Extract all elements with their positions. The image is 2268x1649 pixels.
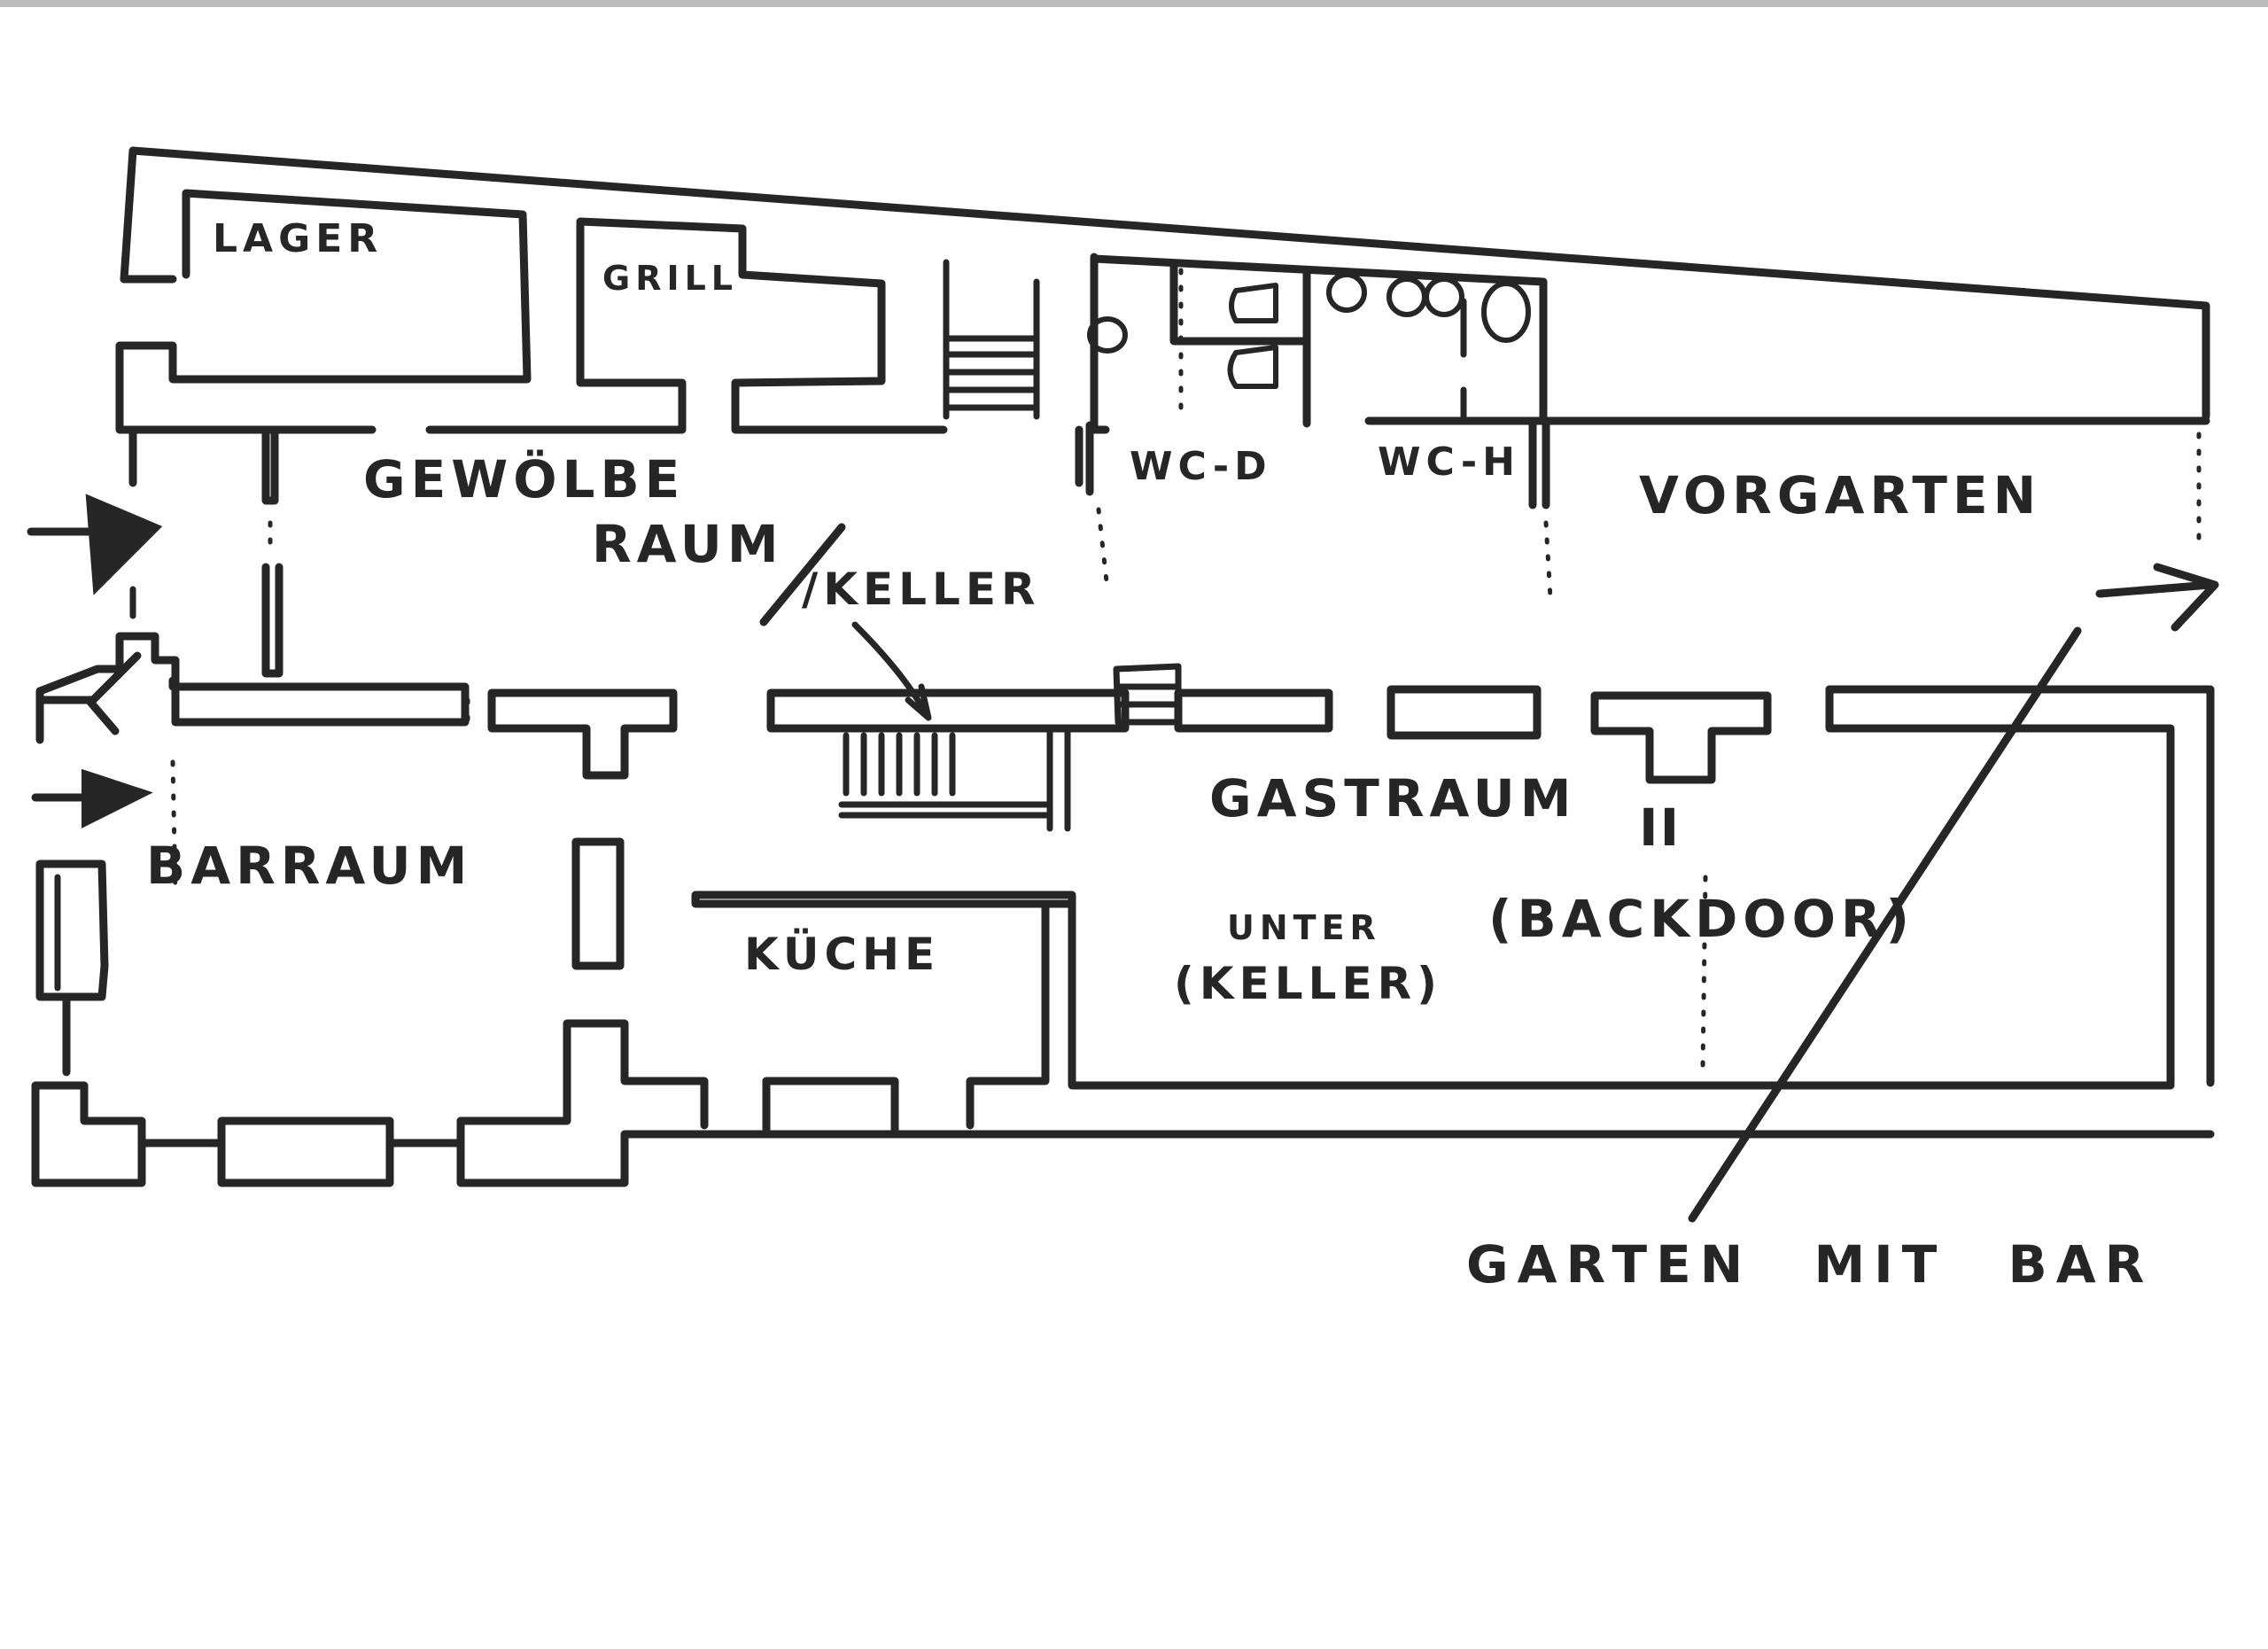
garten-pointer bbox=[1688, 626, 2082, 1223]
label-gastraum: GASTRAUM bbox=[1209, 768, 1577, 828]
label-gewoelbe: GEWÖLBE bbox=[363, 449, 686, 509]
urinal-icon bbox=[1326, 272, 1367, 313]
backdoor-arrow bbox=[2095, 563, 2219, 632]
urinal-icon bbox=[1424, 276, 1464, 317]
toilet-icon bbox=[1481, 281, 1531, 343]
entrance-arrow bbox=[27, 494, 163, 595]
sink-icon bbox=[1087, 316, 1128, 354]
label-keller: /KELLER bbox=[802, 564, 1041, 615]
gastraum-divider bbox=[1700, 875, 1708, 1070]
urinal-icon bbox=[1386, 276, 1427, 317]
middle-wall bbox=[35, 632, 2215, 1087]
label-wc-d: WC-D bbox=[1130, 444, 1272, 489]
label-backdoor: (BACKDOOR) bbox=[1488, 889, 1915, 949]
staircase-upper bbox=[943, 259, 1040, 420]
label-garten-mit-bar: GARTEN MIT BAR bbox=[1466, 1234, 2154, 1295]
outer-boundary bbox=[120, 146, 2210, 543]
label-unter: UNTER bbox=[1227, 908, 1381, 947]
room-barraum-walls bbox=[31, 837, 2215, 1187]
wc-fixtures bbox=[1087, 268, 1531, 419]
label-kueche: KÜCHE bbox=[744, 929, 941, 980]
staircase-keller bbox=[838, 663, 1182, 832]
label-gastraum-number: II bbox=[1639, 797, 1682, 858]
room-kueche-walls bbox=[691, 891, 2175, 1134]
toilet-icon bbox=[1227, 345, 1278, 389]
label-grill: GRILL bbox=[602, 259, 739, 298]
side-entrance-arrow bbox=[31, 759, 178, 898]
label-barraum: BARRAUM bbox=[146, 836, 473, 896]
label-raum: RAUM bbox=[592, 514, 784, 574]
keller-pointer bbox=[759, 523, 932, 721]
label-unter-keller: (KELLER) bbox=[1174, 958, 1442, 1009]
toilet-icon bbox=[1229, 283, 1278, 323]
label-vorgarten: VORGARTEN bbox=[1639, 465, 2042, 525]
wc-block-walls bbox=[1075, 253, 2210, 601]
room-lager-walls bbox=[115, 189, 532, 434]
room-grill-walls bbox=[425, 217, 948, 434]
room-gewoelbe-walls bbox=[128, 428, 284, 678]
label-wc-h: WC-H bbox=[1378, 439, 1520, 485]
label-lager: LAGER bbox=[213, 216, 384, 261]
